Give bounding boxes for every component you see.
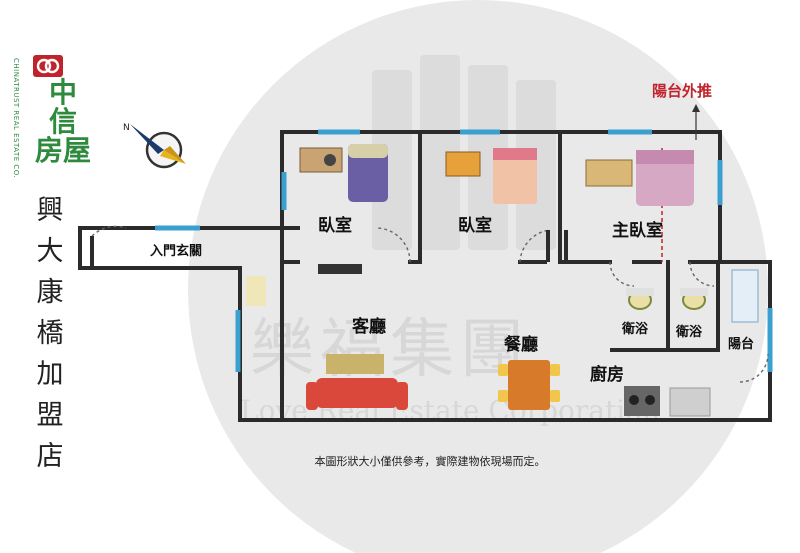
bedroom-1-furniture — [299, 144, 388, 202]
room-label-entrance: 入門玄關 — [150, 244, 203, 259]
store-name-char: 興 — [36, 195, 64, 226]
balcony-extension-label: 陽台外推 — [652, 82, 713, 100]
brand-name-char: 信 — [48, 105, 77, 138]
balcony-furniture — [731, 269, 759, 323]
store-name: 興 大 康 橋 加 盟 店 — [28, 190, 72, 477]
brand-name: 中 信 房屋 — [28, 78, 98, 165]
bedroom-2-furniture — [445, 148, 537, 204]
room-label-kitchen: 廚房 — [590, 365, 624, 385]
brand-name-char: 中 — [48, 76, 77, 109]
watermark-circle — [188, 0, 768, 553]
room-label-master-bedroom: 主臥室 — [612, 221, 663, 241]
store-name-char: 盟 — [36, 400, 64, 431]
balcony-arrow-head — [692, 104, 700, 112]
door-leaves — [90, 230, 568, 268]
room-label-dining-room: 餐廳 — [504, 335, 538, 355]
room-label-living-room: 客廳 — [352, 317, 386, 337]
room-label-bathroom-2: 衛浴 — [676, 325, 703, 340]
compass-north-label: N — [123, 123, 130, 133]
store-name-char: 大 — [36, 236, 64, 267]
brand-logo-icon — [33, 55, 63, 77]
room-label-balcony: 陽台 — [728, 337, 755, 352]
watermark-chinese: 樂福集團 — [250, 313, 530, 387]
compass-icon: N — [123, 123, 186, 169]
bathroom-furniture — [626, 288, 708, 310]
room-label-bedroom-2: 臥室 — [458, 216, 492, 236]
dining-room-furniture — [498, 360, 560, 410]
brand-latin-name: CHINATRUST REAL ESTATE CO. — [12, 58, 20, 179]
disclaimer-footnote: 本圖形狀大小僅供參考，實際建物依現場而定。 — [314, 455, 546, 468]
room-label-bathroom-1: 衛浴 — [622, 322, 649, 337]
door-swings — [91, 225, 769, 383]
store-name-char: 橋 — [36, 318, 64, 349]
store-name-char: 店 — [36, 441, 64, 472]
master-bedroom-furniture — [585, 150, 694, 206]
living-room-furniture — [246, 264, 408, 410]
store-name-char: 加 — [36, 359, 64, 390]
kitchen-furniture — [624, 386, 711, 417]
room-label-bedroom-1: 臥室 — [318, 216, 352, 236]
store-name-char: 康 — [36, 277, 64, 308]
windows — [155, 129, 773, 372]
brand-name-char: 房屋 — [34, 134, 91, 167]
